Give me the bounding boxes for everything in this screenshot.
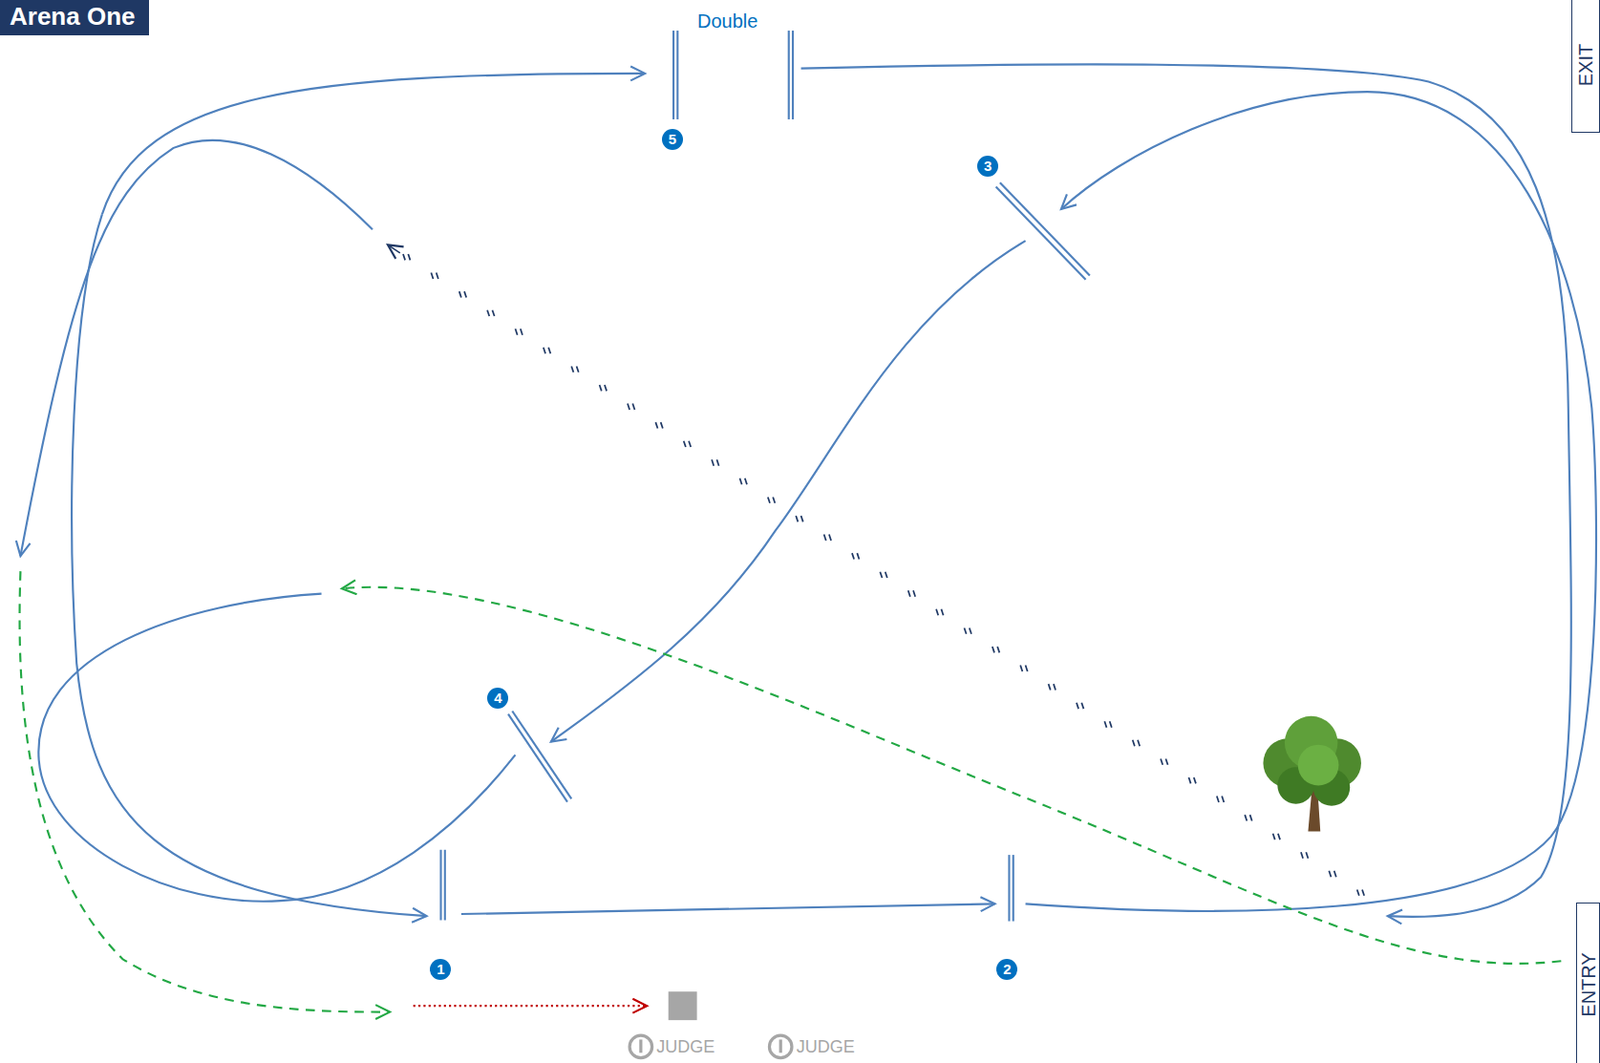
jump-label: Double — [697, 10, 758, 33]
arena-title: Arena One — [0, 0, 150, 36]
finish-marker — [668, 991, 698, 1021]
entry-path — [341, 587, 1561, 964]
callout-number: 4 — [487, 687, 509, 709]
gate-box: EXIT — [1571, 0, 1600, 133]
gate-label: EXIT — [1575, 43, 1598, 86]
judge-icons — [629, 1035, 792, 1058]
callout-number: 3 — [977, 155, 999, 177]
callout-number: 1 — [429, 959, 451, 981]
finish-line — [413, 1004, 648, 1007]
gate-box: ENTRY — [1576, 902, 1600, 1063]
callout-number: 2 — [996, 959, 1018, 981]
callout-number: 5 — [661, 128, 683, 150]
trail-arrow — [387, 244, 401, 254]
course-lines — [20, 64, 1597, 918]
finish-path — [20, 571, 391, 1012]
jumps — [441, 30, 1090, 921]
judge-label: JUDGE — [796, 1037, 855, 1058]
judge-label: JUDGE — [656, 1037, 715, 1058]
tree — [1262, 716, 1362, 832]
gate-label: ENTRY — [1577, 952, 1600, 1017]
walk-trail — [403, 254, 1365, 896]
